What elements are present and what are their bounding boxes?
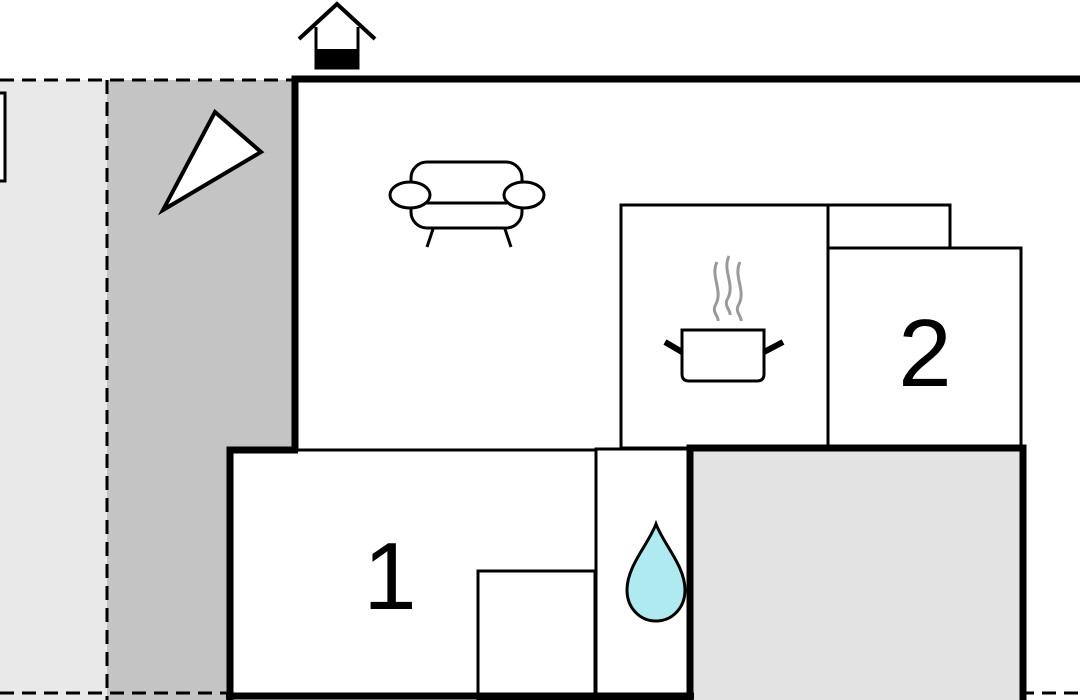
sofa-icon bbox=[388, 160, 546, 248]
water-drop-icon bbox=[625, 519, 687, 623]
garage-room bbox=[690, 448, 1023, 700]
terrace-dashed-outline bbox=[0, 78, 295, 700]
terrace-area bbox=[0, 78, 1080, 700]
house-entrance-icon bbox=[297, 1, 377, 70]
terrace-edge-object bbox=[0, 91, 7, 183]
cooking-pot-icon bbox=[663, 255, 785, 383]
bedroom-2-number: 2 bbox=[898, 300, 951, 407]
kitchen-pantry bbox=[826, 203, 952, 250]
terrace-outer-strip bbox=[0, 80, 107, 700]
triangle-icon bbox=[157, 108, 265, 216]
main-house-walls bbox=[291, 75, 1080, 450]
closet bbox=[476, 569, 597, 700]
garage-walls bbox=[686, 444, 1027, 700]
kitchen-room bbox=[619, 203, 952, 450]
bedroom-1-wing bbox=[226, 444, 1027, 700]
bedroom-1-number: 1 bbox=[363, 523, 416, 630]
bedroom-1-walls bbox=[226, 446, 298, 700]
bedroom-2 bbox=[826, 246, 1023, 450]
